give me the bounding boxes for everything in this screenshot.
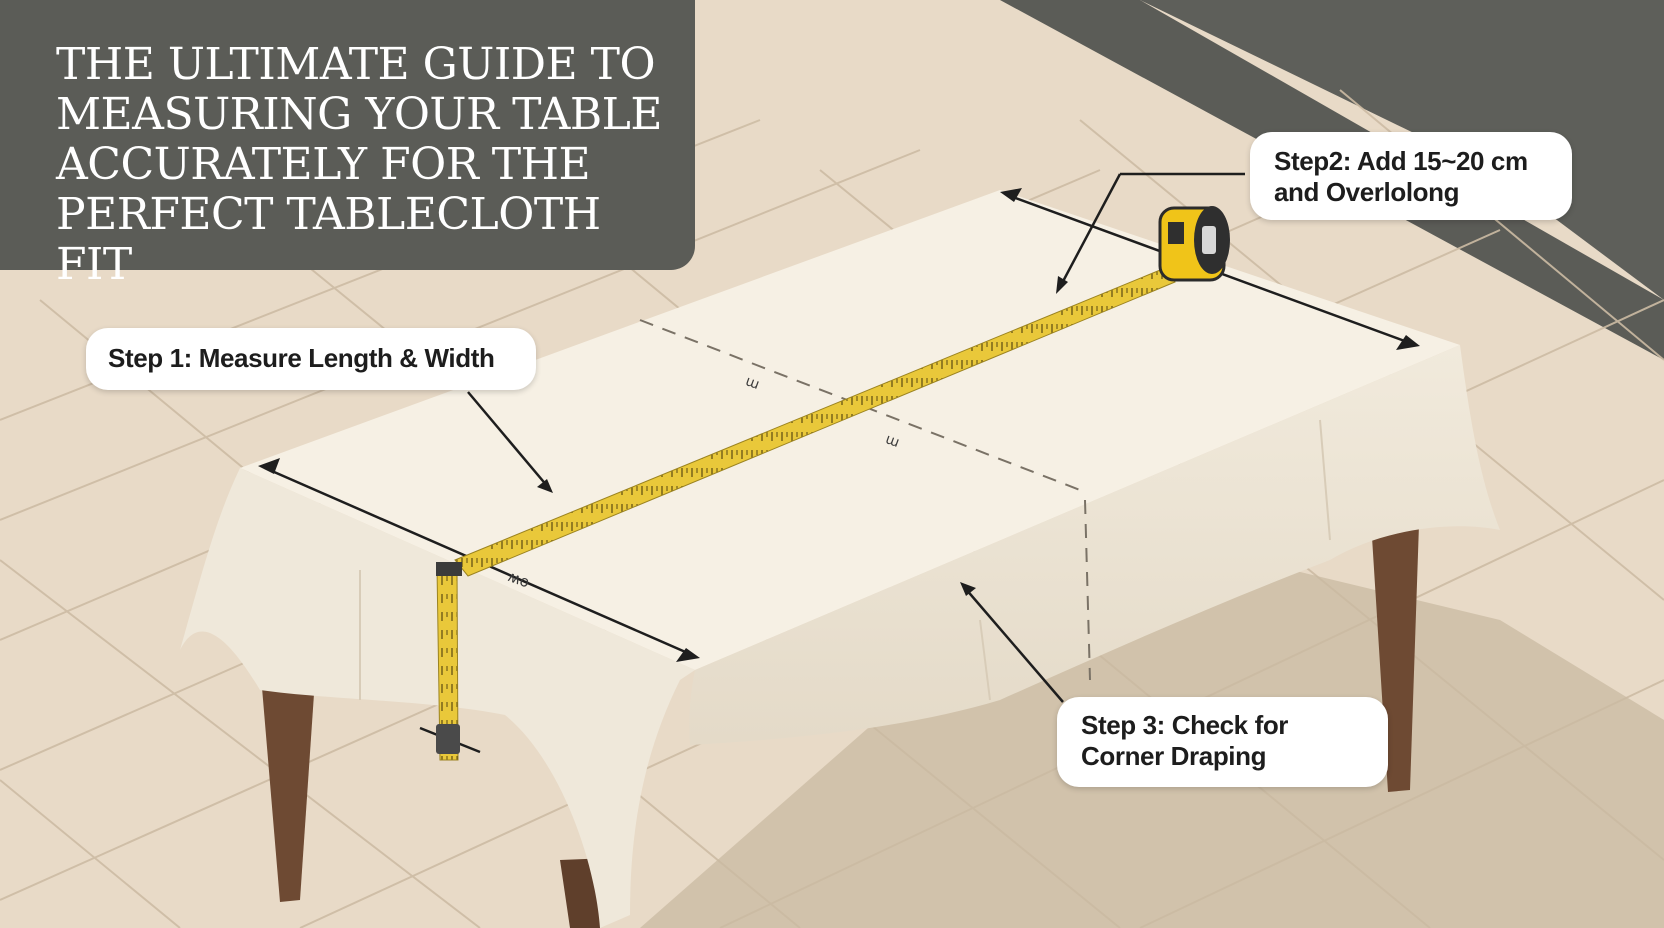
step3-callout: Step 3: Check for Corner Draping <box>1057 697 1388 787</box>
table-mark-center: m <box>883 432 901 452</box>
step3-text-line2: Corner Draping <box>1081 741 1267 771</box>
title-panel: THE ULTIMATE GUIDE TO MEASURING YOUR TAB… <box>0 0 695 290</box>
table-mark-far: m <box>743 374 761 394</box>
step2-callout: Step2: Add 15~20 cm and Overlolong <box>1250 132 1572 220</box>
tablecloth <box>180 190 1500 928</box>
title-line: THE ULTIMATE GUIDE TO <box>56 39 656 90</box>
step3-text-line1: Step 3: Check for <box>1081 710 1289 740</box>
step2-text-line1: Step2: Add 15~20 cm <box>1274 146 1528 176</box>
step1-callout: Step 1: Measure Length & Width <box>86 328 536 390</box>
title-line: MEASURING YOUR TABLE <box>56 89 663 140</box>
tape-measure-case <box>1158 206 1230 282</box>
tape-measure <box>436 206 1230 761</box>
title-line: PERFECT TABLECLOTH FIT <box>56 189 601 290</box>
step1-text: Step 1: Measure Length & Width <box>108 343 495 373</box>
step2-text-line2: and Overlolong <box>1274 177 1460 207</box>
title-line: ACCURATELY FOR THE <box>56 139 591 190</box>
page-title: THE ULTIMATE GUIDE TO MEASURING YOUR TAB… <box>56 40 686 290</box>
